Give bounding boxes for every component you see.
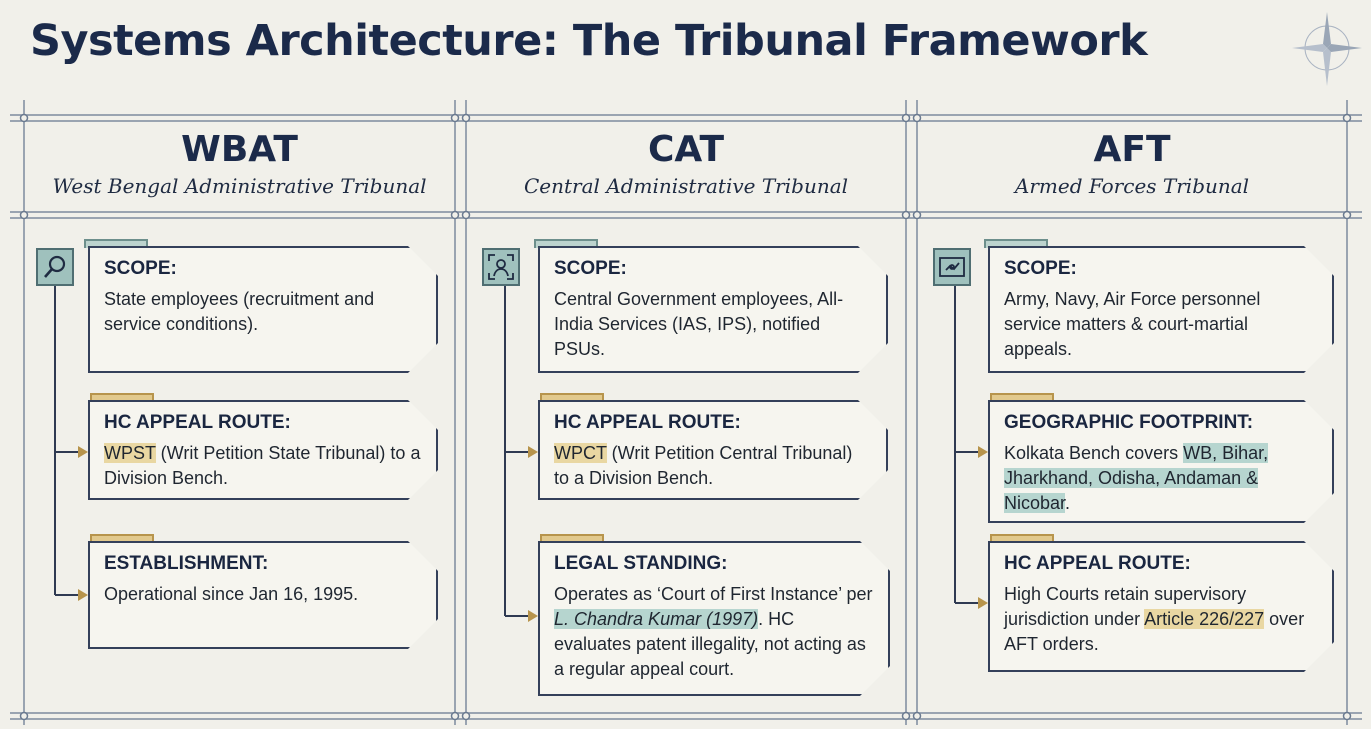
column-header-cat: CAT Central Administrative Tribunal bbox=[466, 128, 906, 208]
card-body-text: . bbox=[1065, 493, 1071, 513]
column-abbr: CAT bbox=[647, 129, 725, 170]
card-body: WPCT (Writ Petition Central Tribunal) to… bbox=[554, 441, 872, 491]
card-heading: GEOGRAPHIC FOOTPRINT: bbox=[1004, 412, 1254, 433]
card-cat-legal-standing: LEGAL STANDING: Operates as ‘Court of Fi… bbox=[538, 541, 890, 696]
card-body-text: Operates as ‘Court of First Instance’ pe… bbox=[554, 584, 873, 604]
card-body: Operational since Jan 16, 1995. bbox=[104, 584, 359, 604]
card-tab bbox=[990, 393, 1054, 400]
card-tab bbox=[540, 393, 604, 400]
card-body-text: (Writ Petition State Tribunal) to a Divi… bbox=[104, 443, 421, 488]
map-icon bbox=[933, 248, 971, 286]
column-full-name: West Bengal Administrative Tribunal bbox=[52, 174, 427, 198]
card-heading: ESTABLISHMENT: bbox=[104, 553, 269, 574]
highlight: WPCT bbox=[554, 443, 607, 463]
card-tab bbox=[90, 534, 154, 541]
highlight: L. Chandra Kumar (1997) bbox=[554, 609, 759, 629]
card-tab bbox=[90, 393, 154, 400]
card-body: WPST (Writ Petition State Tribunal) to a… bbox=[104, 441, 422, 491]
card-aft-scope: SCOPE: Army, Navy, Air Force personnel s… bbox=[988, 246, 1334, 373]
card-body-text: High Courts retain supervisory jurisdict… bbox=[1004, 584, 1247, 629]
column-header-aft: AFT Armed Forces Tribunal bbox=[917, 128, 1347, 208]
card-heading: HC APPEAL ROUTE: bbox=[1004, 553, 1191, 574]
card-body: Army, Navy, Air Force personnel service … bbox=[1004, 289, 1261, 359]
card-body: State employees (recruitment and service… bbox=[104, 289, 375, 334]
compass-icon bbox=[1292, 12, 1362, 86]
card-body-text: Kolkata Bench covers bbox=[1004, 443, 1184, 463]
magnifier-icon bbox=[36, 248, 74, 286]
card-tab bbox=[84, 239, 148, 248]
card-wbat-scope: SCOPE: State employees (recruitment and … bbox=[88, 246, 438, 373]
card-body-text: over AFT orders. bbox=[1004, 609, 1305, 654]
card-heading: HC APPEAL ROUTE: bbox=[554, 412, 741, 433]
card-wbat-establishment: ESTABLISHMENT: Operational since Jan 16,… bbox=[88, 541, 438, 649]
card-body: Operates as ‘Court of First Instance’ pe… bbox=[554, 582, 874, 682]
card-aft-hc-appeal-route: HC APPEAL ROUTE: High Courts retain supe… bbox=[988, 541, 1334, 672]
column-full-name: Central Administrative Tribunal bbox=[523, 174, 849, 198]
card-body: Kolkata Bench covers WB, Bihar, Jharkhan… bbox=[1004, 441, 1318, 516]
card-tab bbox=[990, 534, 1054, 541]
card-tab bbox=[984, 239, 1048, 248]
card-heading: SCOPE: bbox=[104, 258, 177, 279]
card-cat-scope: SCOPE: Central Government employees, All… bbox=[538, 246, 888, 373]
card-heading: SCOPE: bbox=[554, 258, 627, 279]
highlight: Article 226/227 bbox=[1144, 609, 1265, 629]
highlight: WPST bbox=[104, 443, 156, 463]
card-tab bbox=[534, 239, 598, 248]
column-abbr: WBAT bbox=[181, 129, 298, 170]
card-aft-geographic-footprint: GEOGRAPHIC FOOTPRINT: Kolkata Bench cove… bbox=[988, 400, 1334, 523]
column-full-name: Armed Forces Tribunal bbox=[1014, 174, 1250, 198]
card-tab bbox=[540, 534, 604, 541]
card-body: Central Government employees, All-India … bbox=[554, 289, 844, 359]
person-scan-icon bbox=[482, 248, 520, 286]
card-body-text: . HC evaluates patent illegality, not ac… bbox=[554, 609, 866, 679]
card-heading: LEGAL STANDING: bbox=[554, 553, 728, 574]
card-body-text: (Writ Petition Central Tribunal) to a Di… bbox=[554, 443, 853, 488]
card-heading: SCOPE: bbox=[1004, 258, 1077, 279]
column-header-wbat: WBAT West Bengal Administrative Tribunal bbox=[24, 128, 455, 208]
page-title: Systems Architecture: The Tribunal Frame… bbox=[30, 16, 1148, 66]
card-cat-hc-appeal-route: HC APPEAL ROUTE: WPCT (Writ Petition Cen… bbox=[538, 400, 888, 500]
card-heading: HC APPEAL ROUTE: bbox=[104, 412, 291, 433]
card-wbat-hc-appeal-route: HC APPEAL ROUTE: WPST (Writ Petition Sta… bbox=[88, 400, 438, 500]
card-body: High Courts retain supervisory jurisdict… bbox=[1004, 582, 1318, 657]
column-abbr: AFT bbox=[1093, 129, 1171, 170]
